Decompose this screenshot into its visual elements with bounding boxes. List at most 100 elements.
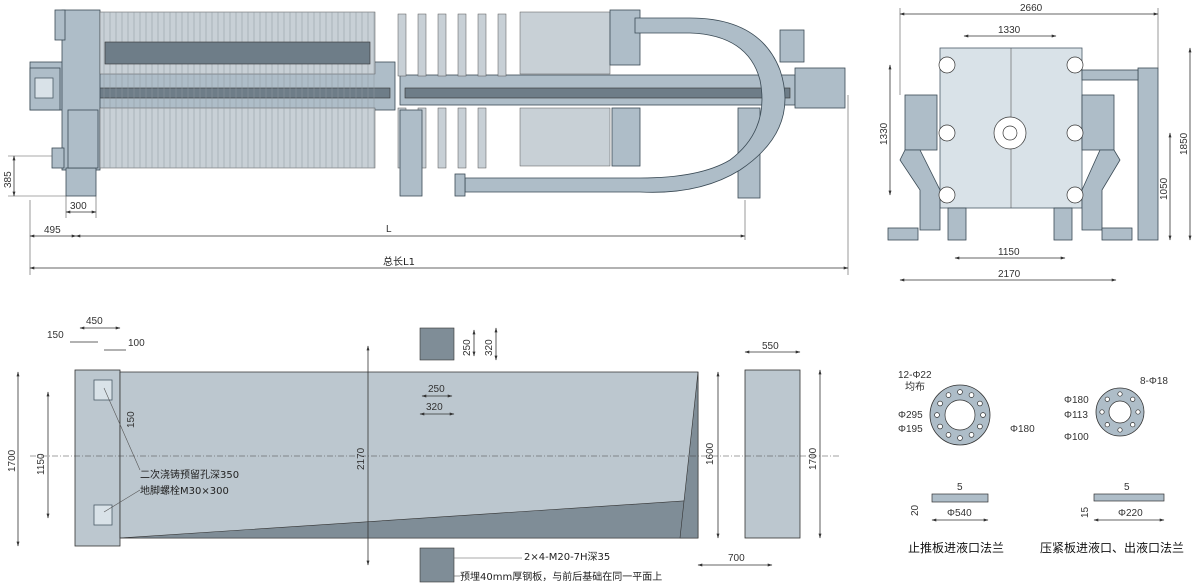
anchor-hole-bottom (93, 504, 113, 526)
head-outlet (51, 147, 65, 169)
embed-plate-top (419, 327, 455, 361)
flange-a-d540: Φ540 (947, 508, 972, 519)
bolt-hole (980, 412, 986, 418)
dim-320-v: 320 (484, 339, 495, 356)
foundation-taper (679, 371, 699, 539)
filter-plates-right-upper (519, 11, 611, 75)
left-support (65, 167, 97, 197)
flange-a-even: 均布 (905, 381, 925, 393)
dim-2170-plan: 2170 (356, 447, 367, 470)
dim-385: 385 (3, 171, 14, 188)
flange-a-section (931, 493, 989, 503)
flange-a-holes: 12-Φ22 (898, 370, 932, 381)
side-inner-foot-left (947, 207, 967, 241)
flange-a-d195: Φ195 (898, 424, 923, 435)
note-anchor-bolt: 地脚螺栓M30×300 (140, 484, 229, 497)
dim-450: 450 (86, 316, 103, 327)
side-right-foot (1101, 227, 1133, 241)
bolt-hole (1130, 396, 1136, 402)
dim-1700: 1700 (7, 449, 18, 472)
corner-bolt-br (1066, 186, 1084, 204)
head-inlet (54, 9, 66, 41)
dim-300: 300 (70, 201, 87, 212)
middle-support (399, 109, 423, 197)
bolt-hole (937, 423, 943, 430)
note-reserved-hole: 二次浇铸预留孔深350 (140, 468, 239, 481)
flange-a: 12-Φ22 均布 Φ295 Φ195 Φ180 5 20 Φ540 止推板进液… (898, 370, 1035, 555)
bolt-hole (1130, 422, 1136, 428)
foundation-right (744, 369, 801, 539)
dim-1330-left: 1330 (879, 122, 890, 145)
flange-b-caption: 压紧板进液口、出液口法兰 (1040, 540, 1184, 555)
bolt-hole (957, 389, 963, 395)
side-cylinder-tower (1137, 67, 1159, 241)
left-bracket-window (34, 77, 54, 99)
dim-250-v: 250 (462, 339, 473, 356)
anchor-hole-top (93, 379, 113, 401)
flange-b-d220: Φ220 (1118, 508, 1143, 519)
bolt-hole (1099, 409, 1105, 415)
liquid-pipe (464, 17, 786, 193)
follower-lower (611, 107, 641, 167)
dim-495: 495 (44, 225, 61, 236)
dim-2170: 2170 (998, 269, 1021, 280)
dim-550: 550 (762, 341, 779, 352)
dim-1150: 1150 (998, 247, 1020, 258)
side-view: 2660 1330 1330 1850 1050 1150 2170 (879, 3, 1192, 282)
corner-bolt-tl (938, 56, 956, 74)
side-right-arm (1081, 94, 1115, 151)
plate-lines (103, 12, 375, 168)
bolt-hole (945, 432, 952, 438)
bolt-hole (937, 400, 943, 407)
hydraulic-block (779, 29, 805, 63)
dim-1850: 1850 (1179, 132, 1190, 155)
flange-b-d113: Φ113 (1064, 410, 1088, 421)
side-rail-right (404, 87, 791, 99)
corner-bolt-bl (938, 186, 956, 204)
flange-a-bolt-holes (934, 389, 986, 441)
pipe-flange (454, 173, 466, 197)
flange-b-d5: 5 (1124, 482, 1130, 493)
head-lower (67, 109, 99, 169)
side-left-foot (887, 227, 919, 241)
flange-a-d5: 5 (957, 482, 963, 493)
bolt-hole (1117, 391, 1123, 397)
flange-a-d180: Φ180 (1010, 424, 1035, 435)
dim-1600: 1600 (705, 442, 716, 465)
side-inner-foot-right (1053, 207, 1073, 241)
bolt-hole (1104, 396, 1110, 402)
bolt-hole (968, 392, 975, 398)
note-embed-plate: 预埋40mm厚钢板，与前后基础在同一平面上 (460, 570, 662, 583)
dim-150-side: 150 (126, 411, 137, 428)
bolt-hole (1104, 422, 1110, 428)
dim-100: 100 (128, 338, 145, 349)
dim-2660: 2660 (1020, 3, 1043, 14)
flange-b-d180: Φ180 (1064, 395, 1089, 406)
filter-plates-right-lower (519, 107, 611, 167)
dim-L: L (386, 224, 392, 235)
side-right-leg (1081, 149, 1121, 231)
side-left-arm (904, 94, 938, 151)
bolt-hole (1117, 427, 1123, 433)
side-left-leg (899, 149, 941, 231)
front-view: 300 495 L 总长L1 385 (3, 9, 849, 275)
filter-plates-lower (99, 107, 376, 169)
flange-b: 8-Φ18 Φ180 Φ113 Φ100 5 15 Φ220 压紧板进液口、出液… (1040, 376, 1184, 555)
flange-a-caption: 止推板进液口法兰 (908, 540, 1004, 555)
dim-250-h: 250 (428, 384, 445, 395)
bolt-hole (977, 400, 983, 407)
dim-150-top: 150 (47, 330, 64, 341)
dim-1330-top: 1330 (998, 25, 1021, 36)
bolt-hole (957, 435, 963, 441)
flange-b-holes: 8-Φ18 (1140, 376, 1168, 387)
flange-b-d100: Φ100 (1064, 432, 1089, 443)
bolt-hole (1135, 409, 1141, 415)
bolt-hole (934, 412, 940, 418)
flange-b-section (1093, 493, 1165, 502)
dim-1050: 1050 (1159, 177, 1170, 200)
hydraulic-cylinder (794, 67, 846, 109)
side-top-arm (1081, 69, 1139, 81)
dim-1700-right: 1700 (808, 447, 819, 470)
flange-b-bolt-holes (1099, 391, 1141, 433)
